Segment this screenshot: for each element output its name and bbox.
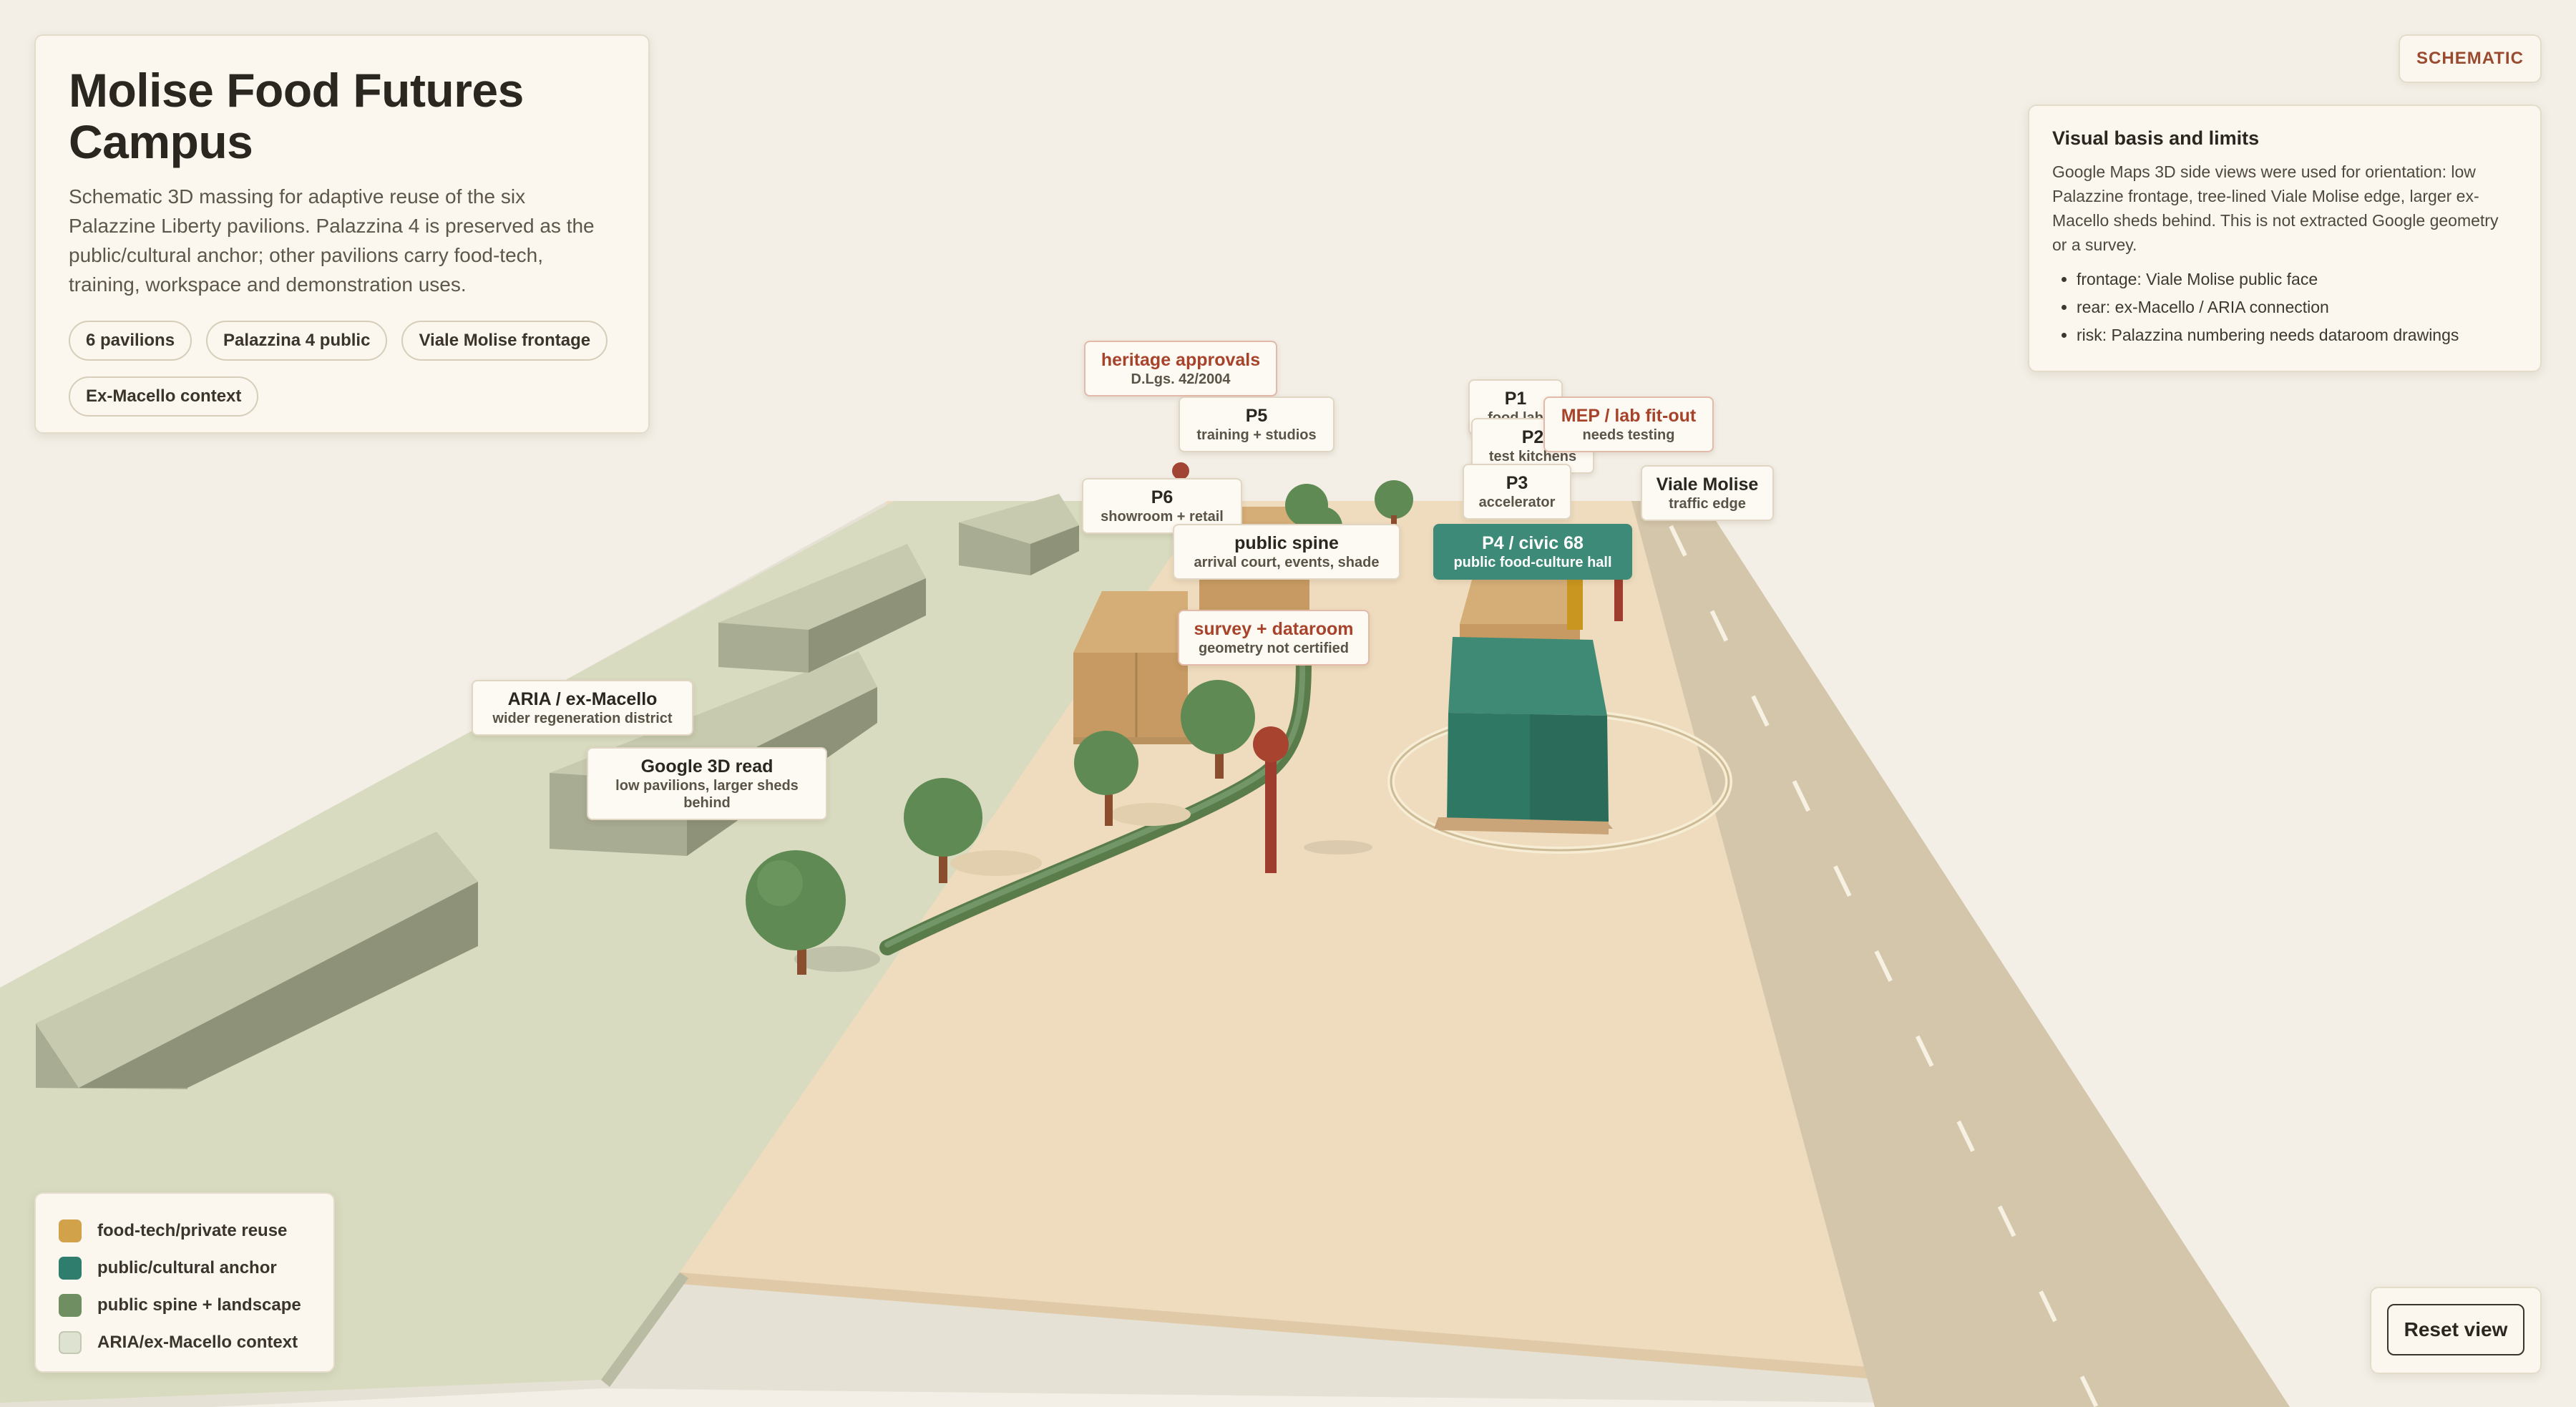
legend-item-food-tech: food-tech/private reuse [59, 1212, 311, 1250]
reset-panel: Reset view [2370, 1287, 2542, 1374]
legend-label: public/cultural anchor [97, 1258, 277, 1277]
legend-item-public-spine: public spine + landscape [59, 1287, 311, 1324]
pavilion-p6[interactable] [1073, 591, 1202, 744]
intro-description: Schematic 3D massing for adaptive reuse … [69, 185, 595, 296]
legend-label: public spine + landscape [97, 1295, 301, 1315]
label-title: public spine [1234, 533, 1339, 553]
context-shed [36, 832, 478, 1089]
label-title: P5 [1245, 406, 1268, 426]
label-title: MEP / lab fit-out [1561, 406, 1697, 426]
chip-ex-macello: Ex-Macello context [69, 376, 259, 417]
swatch-public-spine [59, 1294, 82, 1317]
swatch-public-anchor [59, 1257, 82, 1280]
chip-list: 6 pavilions Palazzina 4 public Viale Mol… [69, 321, 615, 417]
tree [1181, 680, 1255, 779]
label-subtitle: arrival court, events, shade [1194, 555, 1380, 570]
chip-palazzina-4: Palazzina 4 public [206, 321, 388, 361]
swatch-food-tech [59, 1219, 82, 1242]
legend-item-public-anchor: public/cultural anchor [59, 1250, 311, 1287]
label-survey-dataroom[interactable]: survey + dataroom geometry not certified [1178, 610, 1370, 666]
legend-item-aria-context: ARIA/ex-Macello context [59, 1324, 311, 1361]
label-p6[interactable]: P6 showroom + retail [1082, 478, 1242, 534]
label-title: P6 [1151, 487, 1174, 507]
intro-card: Molise Food Futures Campus Schematic 3D … [34, 34, 650, 434]
reset-view-button[interactable]: Reset view [2387, 1304, 2524, 1355]
label-title: P1 [1504, 389, 1527, 409]
road-centerline [1669, 525, 2099, 1407]
label-title: survey + dataroom [1194, 619, 1354, 639]
campus-platform-edge [680, 1272, 1868, 1378]
label-p5[interactable]: P5 training + studios [1179, 396, 1335, 452]
label-title: Viale Molise [1656, 474, 1759, 495]
context-shed [718, 544, 926, 673]
legend-label: ARIA/ex-Macello context [97, 1333, 298, 1352]
visual-basis-title: Visual basis and limits [2052, 127, 2260, 149]
label-subtitle: traffic edge [1669, 496, 1746, 512]
context-shed [959, 494, 1079, 575]
label-title: heritage approvals [1101, 350, 1261, 370]
label-subtitle: low pavilions, larger sheds behind [615, 778, 799, 811]
label-subtitle: test kitchens [1488, 449, 1577, 464]
label-p4-civic[interactable]: P4 / civic 68 public food-culture hall [1433, 524, 1632, 580]
label-subtitle: needs testing [1582, 427, 1675, 443]
public-spine-highlight [884, 620, 1306, 948]
label-public-spine[interactable]: public spine arrival court, events, shad… [1173, 524, 1400, 580]
label-title: P3 [1506, 473, 1528, 493]
label-title: P2 [1521, 427, 1544, 447]
label-subtitle: accelerator [1478, 495, 1556, 510]
tree [904, 778, 1042, 883]
tree [746, 850, 880, 975]
label-subtitle: geometry not certified [1198, 641, 1350, 656]
visual-basis-body: Google Maps 3D side views were used for … [2052, 162, 2499, 254]
label-title: P4 / civic 68 [1482, 533, 1584, 553]
tree [1074, 731, 1191, 826]
label-subtitle: showroom + retail [1101, 509, 1224, 525]
visual-basis-list: frontage: Viale Molise public face rear:… [2052, 266, 2517, 349]
survey-pole [1253, 726, 1372, 873]
viale-molise-road [1631, 501, 2290, 1407]
label-google-3d-read[interactable]: Google 3D read low pavilions, larger she… [587, 747, 827, 820]
label-heritage-approvals[interactable]: heritage approvals D.Lgs. 42/2004 [1084, 341, 1277, 396]
pavilion-p4[interactable] [1434, 637, 1613, 834]
context-ground [0, 501, 1209, 1403]
list-item: risk: Palazzina numbering needs dataroom… [2077, 321, 2517, 349]
label-viale-molise[interactable]: Viale Molise traffic edge [1641, 465, 1774, 521]
label-mep-lab-fitout[interactable]: MEP / lab fit-out needs testing [1543, 396, 1714, 452]
chip-pavilions: 6 pavilions [69, 321, 192, 361]
legend-card: food-tech/private reuse public/cultural … [34, 1192, 335, 1373]
label-title: ARIA / ex-Macello [507, 689, 658, 709]
chip-viale-molise: Viale Molise frontage [401, 321, 608, 361]
page-title: Molise Food Futures Campus [69, 64, 524, 168]
swatch-aria-context [59, 1331, 82, 1354]
label-subtitle: training + studios [1196, 427, 1317, 443]
label-subtitle: public food-culture hall [1453, 555, 1612, 570]
schematic-badge: SCHEMATIC [2399, 34, 2542, 83]
list-item: frontage: Viale Molise public face [2077, 266, 2517, 293]
label-subtitle: D.Lgs. 42/2004 [1131, 371, 1231, 387]
list-item: rear: ex-Macello / ARIA connection [2077, 293, 2517, 321]
label-aria-ex-macello[interactable]: ARIA / ex-Macello wider regeneration dis… [472, 680, 693, 736]
label-subtitle: wider regeneration district [492, 711, 673, 726]
label-p3[interactable]: P3 accelerator [1463, 464, 1571, 520]
visual-basis-card: Visual basis and limits Google Maps 3D s… [2028, 104, 2542, 372]
pavilion-p3[interactable] [1460, 567, 1583, 644]
legend-label: food-tech/private reuse [97, 1221, 288, 1240]
context-ground-edge [601, 1272, 688, 1387]
label-title: Google 3D read [640, 756, 774, 776]
